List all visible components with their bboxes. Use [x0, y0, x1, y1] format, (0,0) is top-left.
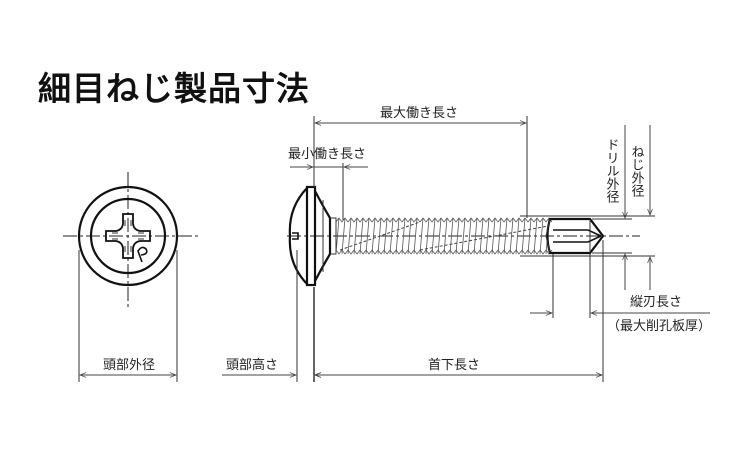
- drill-point: [545, 217, 605, 255]
- thread-line: [473, 217, 478, 255]
- head-slot: [292, 232, 299, 240]
- recess-detail: [112, 220, 144, 252]
- thread-line: [335, 217, 340, 255]
- thread-line: [347, 217, 352, 255]
- neck: [330, 217, 337, 255]
- label-length-under-head: 首下長さ: [428, 358, 480, 373]
- thread-line: [521, 217, 526, 255]
- thread-line: [413, 217, 418, 255]
- thread-line: [539, 217, 544, 255]
- thread-line: [485, 217, 490, 255]
- label-min-working-length: 最小働き長さ: [288, 147, 366, 162]
- thread-line: [467, 217, 472, 255]
- label-blade-length: 縦刃長さ: [630, 295, 682, 310]
- washer-flange: [305, 185, 317, 287]
- thread-line: [497, 217, 502, 255]
- thread-line: [461, 217, 466, 255]
- thread-line: [533, 217, 538, 255]
- thread-line: [401, 217, 406, 255]
- thread-line: [491, 217, 496, 255]
- thread-line: [359, 217, 364, 255]
- label-max-working-length: 最大働き長さ: [380, 106, 458, 121]
- thread-line: [527, 217, 532, 255]
- thread-line: [371, 217, 376, 255]
- thread-line: [353, 217, 358, 255]
- thread-line: [419, 217, 424, 255]
- thread-line: [395, 217, 400, 255]
- label-head-outer-diameter: 頭部外径: [103, 358, 155, 373]
- thread-line: [443, 217, 448, 255]
- label-head-height: 頭部高さ: [226, 357, 278, 373]
- head-outer-circle: [77, 185, 179, 287]
- under-head-cone: [314, 190, 332, 282]
- thread-helix-line: [419, 225, 549, 251]
- label-drill-outer-diameter: ドリル外径: [604, 138, 620, 203]
- thread-body: [335, 217, 553, 255]
- thread-line: [503, 217, 508, 255]
- label-max-drill-thickness: （最大削孔板厚）: [607, 319, 711, 334]
- thread-line: [509, 217, 514, 255]
- thread-line: [389, 217, 394, 255]
- thread-line: [383, 217, 388, 255]
- label-thread-outer-diameter: ねじ外径: [629, 145, 645, 197]
- thread-line: [515, 217, 520, 255]
- thread-line: [449, 217, 454, 255]
- thread-line: [425, 217, 430, 255]
- thread-line: [365, 217, 370, 255]
- thread-line: [407, 217, 412, 255]
- phillips-recess-icon: [105, 213, 151, 259]
- head-top-view: 頭部外径: [63, 172, 200, 382]
- thread-line: [455, 217, 460, 255]
- thread-line: [341, 217, 346, 255]
- thread-line: [479, 217, 484, 255]
- p-mark-icon: [137, 246, 148, 263]
- page-title: 細目ねじ製品寸法: [38, 69, 310, 108]
- thread-line: [437, 217, 442, 255]
- screw-side-view: 最大働き長さ 最小働き長さ 頭部高さ 首下長さ 縦刃長さ （最大削孔板厚）: [222, 106, 711, 382]
- head-dome: [288, 187, 308, 285]
- thread-helix-line: [339, 221, 421, 251]
- head-inner-circle: [89, 197, 167, 275]
- thread-crest-top: [335, 217, 553, 223]
